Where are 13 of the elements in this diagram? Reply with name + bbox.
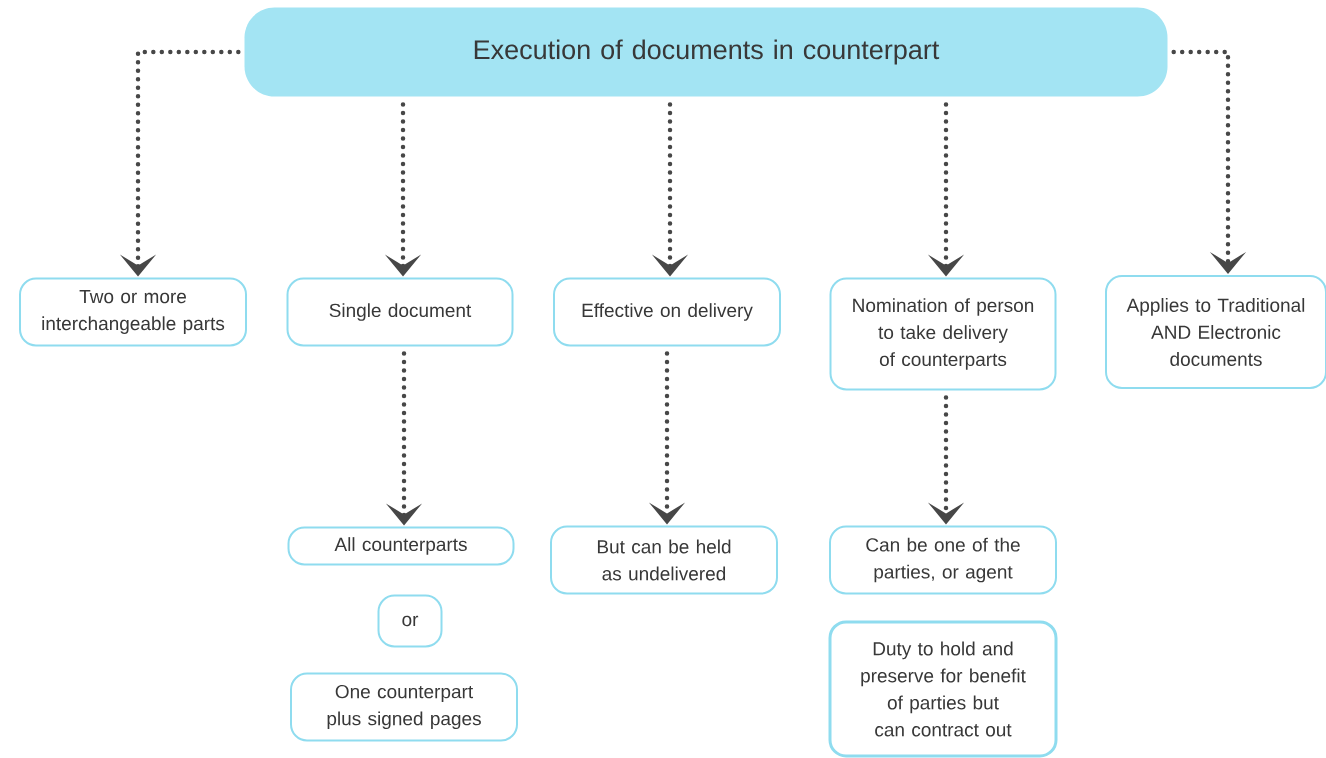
- rounded-box: or: [377, 594, 443, 648]
- arrow: [1171, 49, 1247, 274]
- rounded-box: Single document: [286, 277, 514, 347]
- rounded-box: Duty to hold and preserve for benefit of parties but can contract out: [828, 620, 1058, 758]
- rounded-box: Nomination of person to take delivery of counterparts: [829, 277, 1057, 391]
- rounded-box: But can be held as undelivered: [550, 525, 778, 595]
- title-box: Execution of documents in counterpart: [244, 7, 1168, 97]
- rounded-box: All counterparts: [287, 526, 515, 566]
- rounded-box: Can be one of the parties, or agent: [829, 525, 1057, 595]
- rounded-box: Effective on delivery: [553, 277, 781, 347]
- rounded-box: One counterpart plus signed pages: [290, 672, 518, 742]
- rounded-box: Two or more interchangeable parts: [19, 277, 247, 347]
- rounded-box: Applies to Traditional AND Electronic documents: [1105, 275, 1326, 389]
